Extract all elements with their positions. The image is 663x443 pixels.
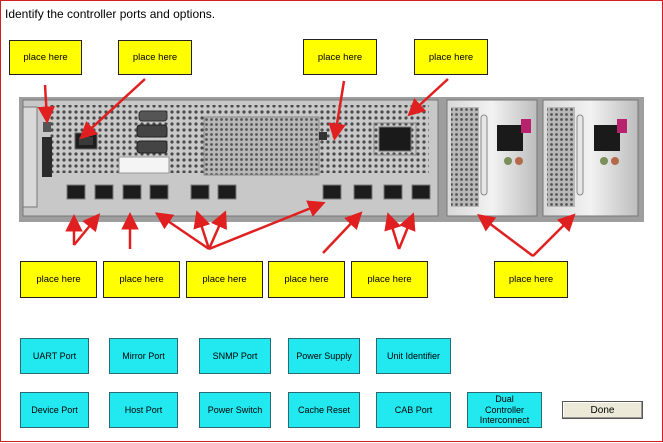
option-power-supply[interactable]: Power Supply <box>288 338 360 374</box>
arrow <box>208 200 326 251</box>
option-snmp-port[interactable]: SNMP Port <box>199 338 271 374</box>
option-label: Host Port <box>124 404 163 415</box>
option-label: Power Supply <box>296 350 352 361</box>
controller-back-panel-image <box>19 97 644 222</box>
option-label: Device Port <box>31 404 78 415</box>
drop-target-2[interactable]: place here <box>118 40 192 75</box>
drop-target-label: place here <box>36 274 81 285</box>
drop-target-5[interactable]: place here <box>20 261 97 298</box>
drop-target-6[interactable]: place here <box>103 261 180 298</box>
arrow <box>477 214 534 257</box>
drop-target-label: place here <box>119 274 164 285</box>
option-power-switch[interactable]: Power Switch <box>199 392 271 428</box>
drop-target-label: place here <box>428 51 474 63</box>
drop-target-3[interactable]: place here <box>303 39 377 75</box>
arrow <box>37 84 56 124</box>
drop-target-4[interactable]: place here <box>414 39 488 75</box>
option-unit-identifier[interactable]: Unit Identifier <box>376 338 451 374</box>
option-uart-port[interactable]: UART Port <box>20 338 89 374</box>
arrow <box>384 212 402 250</box>
arrow <box>397 212 416 250</box>
drop-target-label: place here <box>367 274 412 285</box>
drop-target-label: place here <box>132 52 178 63</box>
arrow <box>328 80 346 141</box>
arrow <box>79 78 146 140</box>
option-dual-controller-interconnect[interactable]: Dual Controller Interconnect <box>467 392 542 428</box>
option-label: Dual Controller Interconnect <box>479 394 530 426</box>
option-label: Power Switch <box>207 404 263 415</box>
option-label: SNMP Port <box>212 350 258 361</box>
arrow <box>407 78 449 117</box>
option-label: CAB Port <box>394 404 433 415</box>
arrow <box>322 211 363 254</box>
arrow <box>207 210 227 250</box>
arrow <box>193 210 211 250</box>
option-cab-port[interactable]: CAB Port <box>376 392 451 428</box>
drop-target-label: place here <box>23 52 68 63</box>
option-label: Cache Reset <box>297 404 351 415</box>
drop-target-8[interactable]: place here <box>268 261 345 298</box>
arrow <box>73 213 101 246</box>
option-label: UART Port <box>32 350 77 361</box>
drop-target-9[interactable]: place here <box>351 261 428 298</box>
option-host-port[interactable]: Host Port <box>109 392 178 428</box>
option-device-port[interactable]: Device Port <box>20 392 89 428</box>
drop-target-label: place here <box>284 274 329 285</box>
drop-target-7[interactable]: place here <box>186 261 263 298</box>
drop-target-10[interactable]: place here <box>494 261 568 298</box>
option-mirror-port[interactable]: Mirror Port <box>109 338 178 374</box>
instruction-text: Identify the controller ports and option… <box>5 7 216 21</box>
drop-target-1[interactable]: place here <box>9 40 82 75</box>
arrow <box>154 212 210 251</box>
drop-target-label: place here <box>508 274 554 285</box>
done-button-label: Done <box>590 404 615 416</box>
arrow <box>532 213 576 257</box>
option-label: Unit Identifier <box>386 350 441 361</box>
option-cache-reset[interactable]: Cache Reset <box>288 392 360 428</box>
drop-target-label: place here <box>202 274 247 285</box>
drop-target-label: place here <box>317 51 363 63</box>
done-button[interactable]: Done <box>562 401 643 419</box>
option-label: Mirror Port <box>122 350 165 361</box>
